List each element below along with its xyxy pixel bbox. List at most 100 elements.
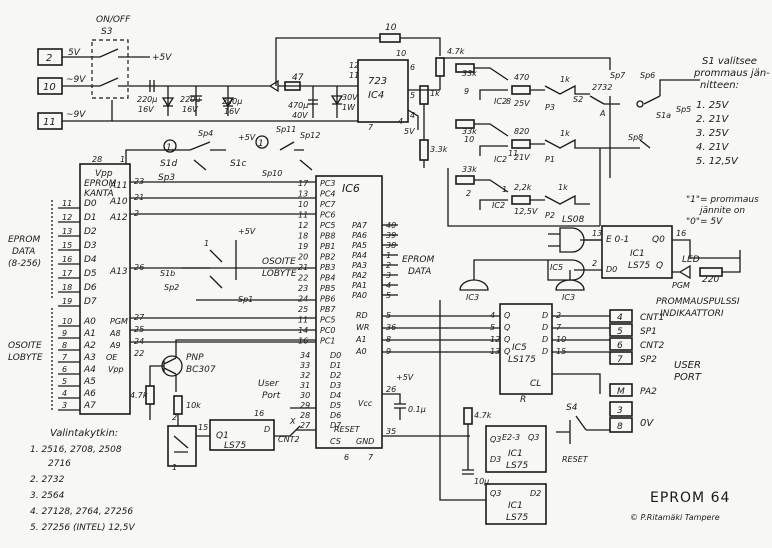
ic2-1-pin-b: 8 — [506, 97, 511, 106]
led-indicator: LED 220 PGM — [672, 250, 741, 290]
ls75-pin-1: 1 — [172, 463, 177, 472]
ls75-bottom: 2 1 Q1 LS75 15 D CNT2 X 16 — [167, 409, 301, 472]
ic6-right-3: PA4 — [352, 251, 367, 260]
ic6-lnum-0: 17 — [298, 179, 309, 188]
pot-pin: 4 — [398, 117, 403, 126]
sel-1c: 1 — [204, 239, 209, 248]
up-gnd-3: 3 — [617, 406, 623, 416]
ic6-left-2: PC7 — [320, 200, 336, 209]
ic2-block-1: 33k 9 IC2 8 470 25V P3 1k — [440, 57, 611, 112]
side-label-eprom: EPROM — [8, 235, 40, 245]
ic1-bottom: E2-3 Q3 Q3 D3 IC1 LS75 Q3 D2 IC1 LS75 4.… — [439, 300, 601, 525]
pnp-label: PNP — [186, 353, 204, 363]
eprom-pin-d1: D1 — [84, 213, 97, 223]
ic6-vcc: Vcc — [358, 399, 373, 408]
eprom-vpp-top: Vpp — [95, 169, 113, 179]
ic6-left-3: PC6 — [320, 211, 336, 220]
ic6-ref: IC6 — [342, 182, 360, 195]
s1d-label: S1c — [230, 159, 246, 169]
ic5-ref: IC5 — [512, 343, 527, 353]
pot-r1k: 1k — [430, 89, 440, 98]
ic2-2-1k: 1k — [560, 129, 570, 138]
ic4-pin-5: 5 — [410, 91, 415, 100]
cap-01u: 0.1μ — [408, 405, 426, 414]
user-port-label: USER — [674, 360, 701, 371]
power-switch-out: +5V — [152, 53, 172, 63]
up-pin-box-1 — [609, 323, 633, 337]
up-pin-box-4 — [609, 383, 633, 397]
ic4-name: 723 — [368, 76, 387, 87]
terminal-blocks: 2 5V 10 ~9V 11 ~9V — [37, 48, 86, 130]
eprom-num-d1: 12 — [62, 213, 72, 222]
ic5-d-1: D — [542, 323, 548, 332]
valinta-1: 1. 2516, 2708, 2508 — [30, 445, 122, 455]
ic6-lnum-6: 19 — [298, 242, 308, 251]
ic6-lnum-3: 11 — [298, 211, 308, 220]
ic4-pin-7: 7 — [368, 123, 374, 132]
prommaus-1: PROMMAUSPULSSI — [656, 297, 740, 307]
ic6-n6: 6 — [344, 453, 349, 462]
ic2-block-2: 33k 10 IC2 11 820 21V P1 1k — [455, 119, 600, 164]
valinta-1b: 2716 — [48, 459, 71, 469]
terminal-10-label: ~9V — [66, 75, 86, 85]
ic1-top-d: D0 — [606, 265, 617, 274]
s2-label: S2 — [573, 95, 583, 104]
ic1b-chip: LS75 — [506, 461, 528, 471]
ic6-d-0: D0 — [330, 351, 341, 360]
ic6-right-1: PA6 — [352, 231, 367, 240]
cap-2-value: 220μ — [180, 95, 200, 104]
eprom-data-side-label: EPROM DATA (8-256) OSOITE LOBYTE — [8, 235, 43, 363]
up-num-0: 4 — [617, 313, 623, 323]
ic5-q-3: Q — [504, 347, 510, 356]
led-r: 220 — [702, 275, 719, 285]
ic6-right-0: PA7 — [352, 221, 368, 230]
eprom-pin-d7: D7 — [84, 297, 97, 307]
terminal-10-num: 10 — [43, 82, 56, 93]
eprom-pin-d5: D5 — [84, 269, 97, 279]
ic6-lnum-10: 23 — [298, 284, 308, 293]
led-pgm: PGM — [672, 281, 690, 290]
sp3-label: Sp3 — [158, 173, 175, 183]
ls75-pin16: 16 — [254, 409, 264, 418]
led-label: LED — [682, 255, 700, 265]
ic6-right-2: PA5 — [352, 241, 367, 250]
ic6-right-6: PA1 — [352, 281, 367, 290]
ic5-chip: LS175 — [508, 355, 536, 365]
valinta-2: 2. 2732 — [30, 475, 65, 485]
pot-r33k: 3.3k — [430, 145, 448, 154]
terminal-11-num: 11 — [43, 117, 56, 128]
ic2-2-pot: P1 — [545, 155, 555, 164]
cap-1-volt: 16V — [138, 105, 154, 114]
eprom-pin-d2: D2 — [84, 227, 97, 237]
sel-1a: 1. — [166, 143, 175, 153]
eprom-subtitle: KANTA — [84, 189, 114, 199]
ic6-dnum-2: 32 — [300, 371, 310, 380]
up-pin-box-0 — [609, 309, 633, 323]
eprom-socket: Vpp 28 1 EPROM KANTA D011D112D213D315D41… — [51, 149, 316, 415]
switch-s1c-s1d: 1. 1 S1d Sp3 S1c Sp4 +5V Sp11 Sp12 Sp10 … — [158, 125, 320, 304]
s2-a: A — [599, 109, 605, 118]
user-left-2: Port — [262, 391, 281, 401]
ic6-d-4: D4 — [330, 391, 341, 400]
eprom-num-d3: 15 — [62, 241, 72, 250]
ic2-3-pin-b: 1 — [502, 185, 507, 194]
ic6-left-11: PB6 — [320, 295, 335, 304]
cap-10u: 10μ — [474, 477, 489, 486]
r47-label: 47 — [292, 73, 304, 83]
volt-2: 2. 21V — [696, 114, 729, 125]
s1-note: S1 valitsee prommaus jän- nitteen: 1. 25… — [686, 56, 770, 227]
up-sig-4: PA2 — [640, 387, 657, 397]
ls08-label: LS08 — [562, 215, 584, 225]
sp12-label: Sp12 — [300, 131, 320, 140]
osoite-lobyte-mid: OSOITE LOBYTE — [262, 257, 297, 279]
ls75-cnt2: CNT2 — [278, 435, 300, 444]
ic6-dnum-4: 30 — [300, 391, 310, 400]
ic6-left-5: PB8 — [320, 232, 335, 241]
ic2-2-pin-a: 10 — [464, 135, 474, 144]
ic6-n7: 7 — [368, 453, 374, 462]
ic6-dnum-7: 27 — [300, 421, 311, 430]
power-switch-ref: S3 — [101, 27, 113, 37]
ic6-lnum-8: 21 — [298, 263, 308, 272]
ic6-cs: CS — [330, 437, 341, 446]
